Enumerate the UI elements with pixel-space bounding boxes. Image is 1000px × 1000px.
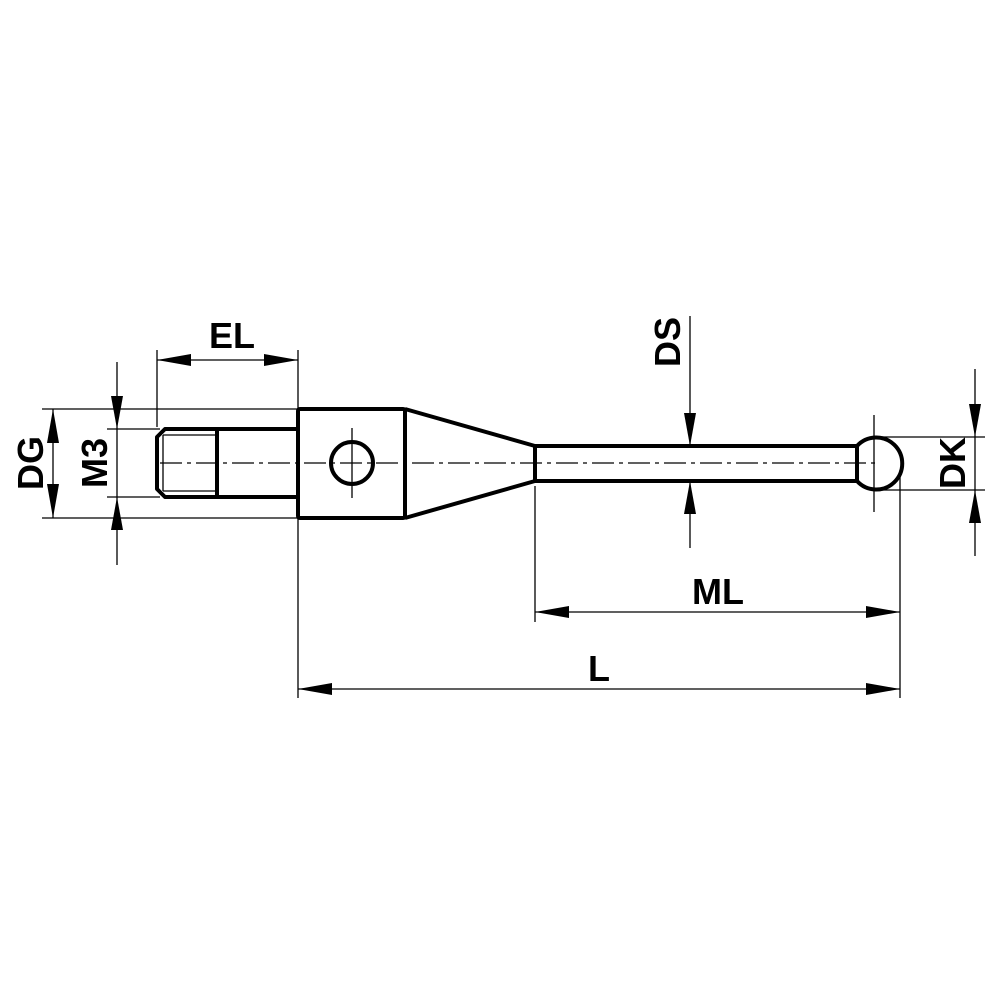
- label-m3: M3: [74, 438, 115, 488]
- dimension-ds: DS: [647, 316, 696, 548]
- arrow-right-icon: [866, 606, 900, 618]
- dimension-el: EL: [157, 315, 298, 366]
- dimension-dg: DG: [10, 409, 59, 518]
- label-l: L: [588, 648, 610, 689]
- arrow-up-icon: [111, 497, 123, 530]
- dimension-dk: DK: [932, 369, 981, 556]
- stylus-part: [155, 407, 905, 520]
- arrow-left-icon: [157, 354, 191, 366]
- dimension-ml: ML: [535, 571, 900, 618]
- arrow-left-icon: [535, 606, 569, 618]
- arrow-up-icon: [47, 409, 59, 443]
- arrow-down-icon: [111, 396, 123, 429]
- arrow-down-icon: [969, 404, 981, 437]
- arrow-up-icon: [969, 490, 981, 523]
- label-el: EL: [209, 315, 255, 356]
- label-ml: ML: [692, 571, 744, 612]
- label-dk: DK: [932, 437, 973, 489]
- dimension-l: L: [298, 648, 900, 695]
- dimension-m3: M3: [74, 362, 123, 565]
- arrow-up-icon: [684, 481, 696, 514]
- arrow-down-icon: [47, 484, 59, 518]
- arrow-left-icon: [298, 683, 332, 695]
- extension-lines: [42, 350, 985, 698]
- arrow-right-icon: [866, 683, 900, 695]
- arrow-right-icon: [264, 354, 298, 366]
- label-ds: DS: [647, 317, 688, 367]
- label-dg: DG: [10, 436, 51, 490]
- arrow-down-icon: [684, 413, 696, 446]
